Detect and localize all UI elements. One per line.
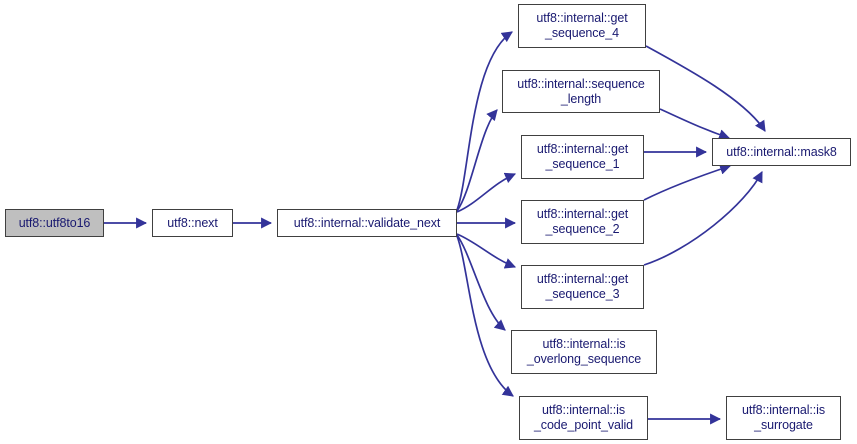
node-label-utf8to16: utf8::utf8to16	[18, 215, 91, 230]
node-label-get_sequence_3: utf8::internal::get _sequence_3	[536, 272, 629, 301]
node-label-is_code_point_valid: utf8::internal::is _code_point_valid	[533, 403, 634, 432]
node-get_sequence_4[interactable]: utf8::internal::get _sequence_4	[518, 4, 646, 48]
edge-get_sequence_4-mask8	[645, 45, 766, 132]
node-is_surrogate[interactable]: utf8::internal::is _surrogate	[726, 396, 841, 440]
node-get_sequence_3[interactable]: utf8::internal::get _sequence_3	[521, 265, 644, 309]
edge-sequence_length-mask8	[659, 108, 731, 140]
node-mask8[interactable]: utf8::internal::mask8	[712, 138, 851, 166]
node-is_code_point_valid[interactable]: utf8::internal::is _code_point_valid	[519, 396, 648, 440]
edge-validate_next-get_sequence_1	[456, 172, 517, 213]
edge-get_sequence_2-mask8	[643, 163, 732, 201]
node-label-mask8: utf8::internal::mask8	[726, 144, 837, 159]
node-label-is_overlong_sequence: utf8::internal::is _overlong_sequence	[526, 337, 642, 366]
node-label-validate_next: utf8::internal::validate_next	[293, 215, 441, 230]
edge-validate_next-get_sequence_3	[456, 233, 517, 269]
edge-validate_next-is_code_point_valid	[456, 235, 514, 397]
node-label-get_sequence_4: utf8::internal::get _sequence_4	[536, 11, 628, 40]
node-validate_next[interactable]: utf8::internal::validate_next	[277, 209, 457, 237]
edge-validate_next-sequence_length	[456, 109, 498, 212]
node-label-get_sequence_2: utf8::internal::get _sequence_2	[536, 207, 629, 236]
node-get_sequence_1[interactable]: utf8::internal::get _sequence_1	[521, 135, 644, 179]
node-get_sequence_2[interactable]: utf8::internal::get _sequence_2	[521, 200, 644, 244]
node-label-next: utf8::next	[167, 215, 218, 230]
edge-get_sequence_3-mask8	[643, 171, 763, 266]
edge-validate_next-is_overlong_sequence	[456, 234, 506, 331]
node-utf8to16[interactable]: utf8::utf8to16	[5, 209, 104, 237]
node-next[interactable]: utf8::next	[152, 209, 233, 237]
node-label-get_sequence_1: utf8::internal::get _sequence_1	[536, 142, 629, 171]
node-label-sequence_length: utf8::internal::sequence _length	[517, 76, 645, 106]
edge-validate_next-get_sequence_4	[456, 31, 513, 211]
node-sequence_length[interactable]: utf8::internal::sequence _length	[502, 70, 660, 113]
node-is_overlong_sequence[interactable]: utf8::internal::is _overlong_sequence	[511, 330, 657, 374]
node-label-is_surrogate: utf8::internal::is _surrogate	[742, 403, 825, 432]
